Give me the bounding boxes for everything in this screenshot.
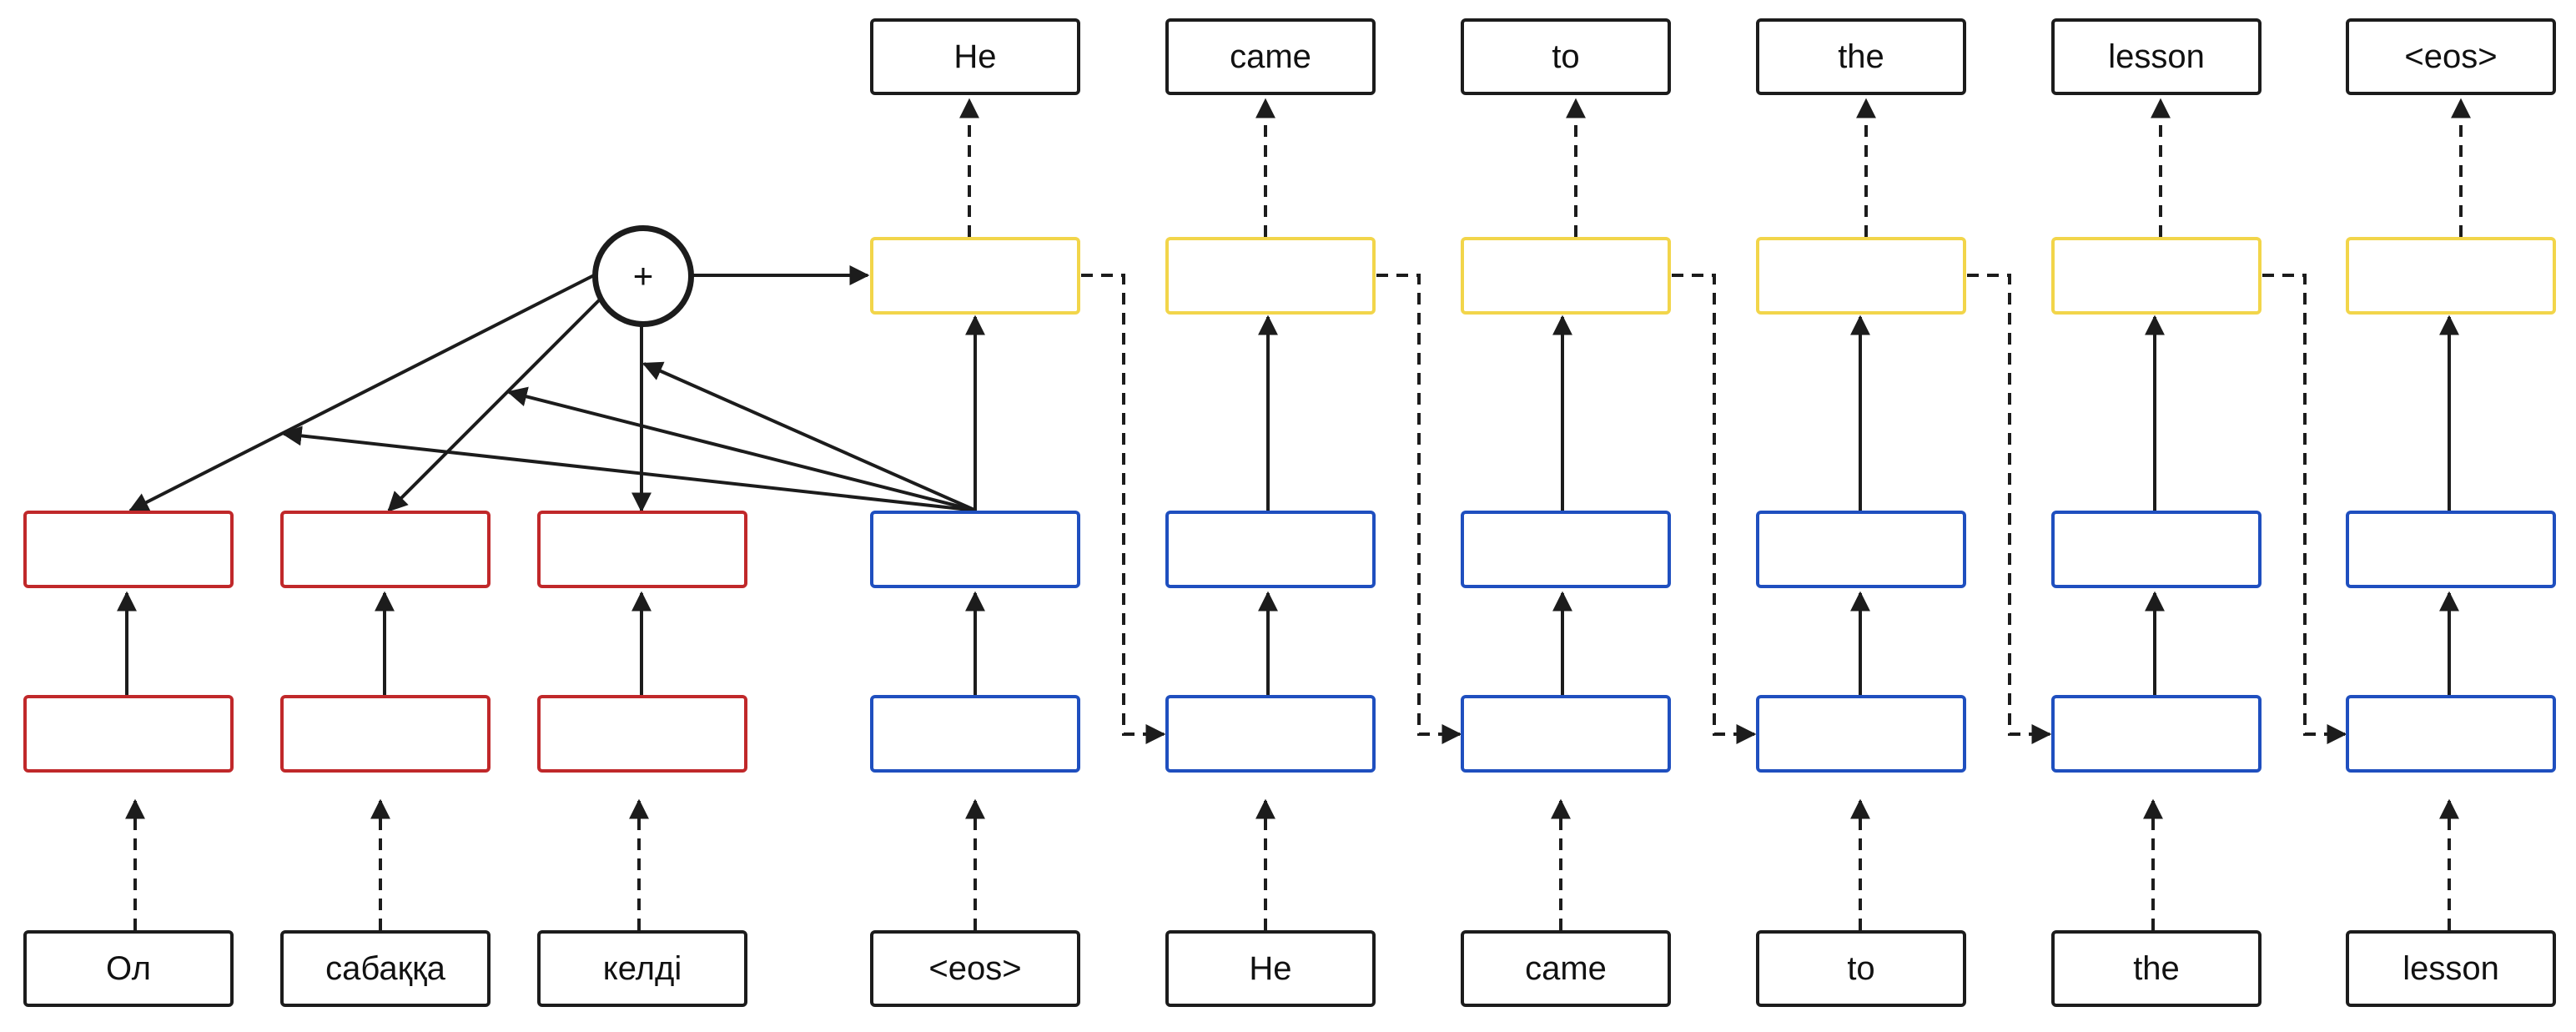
decoder-output-layer-0	[870, 237, 1080, 315]
decoder-lower-hidden-3	[1756, 695, 1966, 773]
decoder-output-label: <eos>	[2404, 38, 2498, 75]
feedback-connector	[2262, 274, 2347, 744]
encoder-token-2: келді	[537, 930, 747, 1007]
decoder-input-label: the	[2133, 949, 2180, 987]
feedback-connector	[1967, 274, 2052, 744]
decoder-output-layer-4	[2051, 237, 2262, 315]
encoder-token-1: сабаққа	[280, 930, 491, 1007]
decoder-output-label: He	[953, 38, 997, 75]
decoder-output-token-1: came	[1165, 18, 1376, 95]
decoder-output-token-2: to	[1461, 18, 1671, 95]
query-to-attention-arrow	[281, 425, 977, 512]
decoder-lower-hidden-4	[2051, 695, 2262, 773]
decoder-output-layer-2	[1461, 237, 1671, 315]
decoder-upper-hidden-3	[1756, 511, 1966, 588]
decoder-upper-hidden-2	[1461, 511, 1671, 588]
encoder-token-0: Ол	[23, 930, 234, 1007]
encoder-lower-hidden-0	[23, 695, 234, 773]
decoder-upper-hidden-1	[1165, 511, 1376, 588]
decoder-output-token-5: <eos>	[2346, 18, 2556, 95]
decoder-input-token-4: the	[2051, 930, 2262, 1007]
query-to-attention-arrow	[641, 361, 977, 512]
decoder-input-label: <eos>	[928, 949, 1022, 987]
decoder-output-token-0: He	[870, 18, 1080, 95]
feedback-connector	[1672, 274, 1757, 744]
decoder-lower-hidden-2	[1461, 695, 1671, 773]
decoder-input-token-3: to	[1756, 930, 1966, 1007]
feedback-connector	[1376, 274, 1462, 744]
encoder-token-label: сабаққа	[325, 949, 445, 987]
decoder-upper-hidden-4	[2051, 511, 2262, 588]
encoder-lower-hidden-2	[537, 695, 747, 773]
attention-to-encoder-arrow	[387, 299, 601, 512]
encoder-upper-hidden-1	[280, 511, 491, 588]
encoder-upper-hidden-0	[23, 511, 234, 588]
decoder-lower-hidden-0	[870, 695, 1080, 773]
decoder-output-layer-3	[1756, 237, 1966, 315]
decoder-input-label: He	[1249, 949, 1292, 987]
decoder-output-token-4: lesson	[2051, 18, 2262, 95]
decoder-lower-hidden-5	[2346, 695, 2556, 773]
decoder-input-token-2: came	[1461, 930, 1671, 1007]
decoder-output-label: lesson	[2108, 38, 2205, 75]
feedback-connector	[1081, 274, 1166, 744]
decoder-output-label: came	[1230, 38, 1311, 75]
attention-sum-node: +	[592, 225, 694, 327]
decoder-input-token-5: lesson	[2346, 930, 2556, 1007]
decoder-output-label: to	[1552, 38, 1580, 75]
decoder-input-label: lesson	[2402, 949, 2499, 987]
encoder-lower-hidden-1	[280, 695, 491, 773]
decoder-output-token-3: the	[1756, 18, 1966, 95]
attention-to-encoder-arrow	[128, 274, 595, 512]
decoder-upper-hidden-5	[2346, 511, 2556, 588]
decoder-upper-hidden-0	[870, 511, 1080, 588]
decoder-input-token-1: He	[1165, 930, 1376, 1007]
decoder-input-token-0: <eos>	[870, 930, 1080, 1007]
encoder-token-label: Ол	[105, 949, 151, 987]
encoder-upper-hidden-2	[537, 511, 747, 588]
decoder-output-layer-5	[2346, 237, 2556, 315]
decoder-lower-hidden-1	[1165, 695, 1376, 773]
decoder-output-layer-1	[1165, 237, 1376, 315]
encoder-token-label: келді	[602, 949, 682, 987]
decoder-input-label: to	[1847, 949, 1875, 987]
query-to-attention-arrow	[506, 386, 977, 512]
plus-symbol: +	[632, 256, 654, 295]
decoder-input-label: came	[1525, 949, 1607, 987]
decoder-output-label: the	[1838, 38, 1884, 75]
